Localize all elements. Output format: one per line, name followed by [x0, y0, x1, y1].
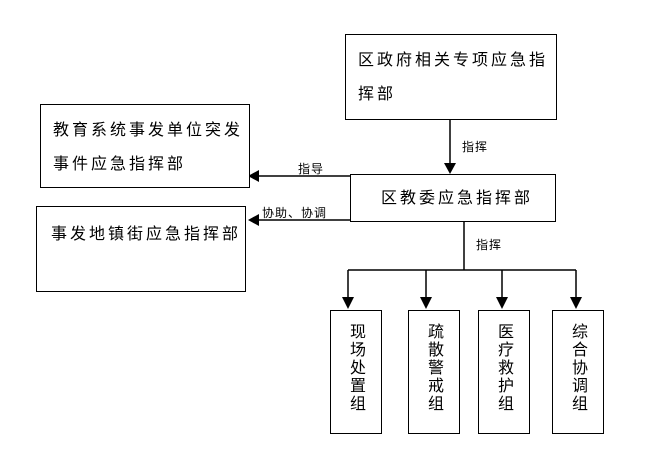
- group-medical-rescue: 医疗救护组: [478, 310, 530, 434]
- arrow-down-group-1: [342, 297, 354, 309]
- node-edu-committee: 区教委应急指挥部: [350, 174, 556, 222]
- edge-label-committee-to-groups: 指挥: [476, 238, 503, 252]
- node-edu-system: 教育系统事发单位突发事件应急指挥部: [40, 104, 250, 188]
- edge-label-gov-to-committee: 指挥: [462, 140, 489, 154]
- group-evacuation-guard-label: 疏散警戒组: [425, 323, 444, 413]
- arrow-down-group-2: [420, 297, 432, 309]
- edge-label-committee-to-edu-system: 指导: [298, 162, 325, 176]
- group-onsite-disposal-label: 现场处置组: [347, 323, 366, 413]
- arrow-left-edu-system: [248, 170, 259, 182]
- arrow-down-committee: [444, 163, 456, 174]
- arrow-down-group-4: [570, 297, 582, 309]
- group-medical-rescue-label: 医疗救护组: [495, 323, 514, 413]
- node-town-street: 事发地镇街应急指挥部: [36, 206, 246, 292]
- arrow-down-group-3: [496, 297, 508, 309]
- node-district-gov: 区政府相关专项应急指挥部: [345, 34, 557, 120]
- node-town-street-label: 事发地镇街应急指挥部: [51, 224, 242, 243]
- node-edu-system-label: 教育系统事发单位突发事件应急指挥部: [53, 120, 244, 173]
- group-evacuation-guard: 疏散警戒组: [408, 310, 460, 434]
- edge-label-committee-to-town: 协助、协调: [262, 206, 328, 220]
- node-district-gov-label: 区政府相关专项应急指挥部: [358, 50, 549, 103]
- group-onsite-disposal: 现场处置组: [330, 310, 382, 434]
- group-coordination-label: 综合协调组: [569, 323, 588, 413]
- arrow-left-town: [248, 214, 259, 226]
- node-edu-committee-label: 区教委应急指挥部: [381, 188, 534, 207]
- group-coordination: 综合协调组: [552, 310, 604, 434]
